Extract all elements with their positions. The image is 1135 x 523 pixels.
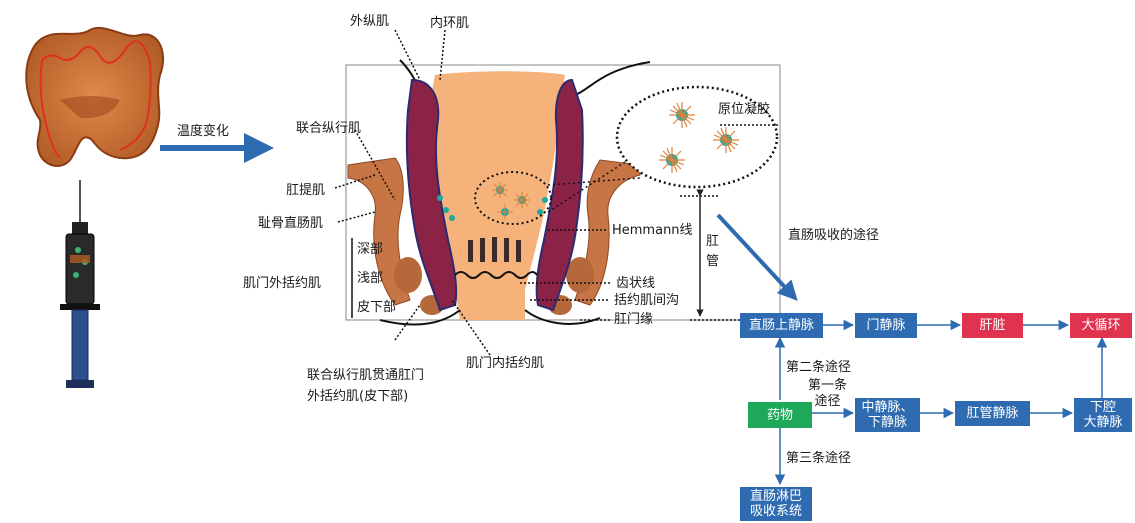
label-anal-verge: 肛门缘 <box>614 312 653 327</box>
label-temperature-change: 温度变化 <box>177 124 229 139</box>
label-subcutaneous-part: 皮下部 <box>357 300 396 315</box>
node-systemic-circulation: 大循环 <box>1070 313 1132 338</box>
label-inner-circular-muscle: 内环肌 <box>430 16 469 31</box>
label-conjoined-longitudinal-muscle: 联合纵行肌 <box>296 121 361 136</box>
label-levator-ani: 肛提肌 <box>286 183 325 198</box>
node-portal-vein: 门静脉 <box>855 313 917 338</box>
syringe-icon <box>60 180 100 388</box>
label-puborectalis: 耻骨直肠肌 <box>258 216 323 231</box>
label-conjoined-pierce-line1: 联合纵行肌贯通肛门 <box>307 368 424 383</box>
label-route-two: 第二条途径 <box>786 360 851 375</box>
label-route-three: 第三条途径 <box>786 451 851 466</box>
label-in-situ-gel: 原位凝胶 <box>718 102 770 117</box>
node-inferior-vena-cava: 下腔 大静脉 <box>1074 398 1132 432</box>
node-liver: 肝脏 <box>962 313 1023 338</box>
label-anal-canal: 肛 管 <box>706 232 719 272</box>
label-intersphincteric-groove: 括约肌间沟 <box>614 293 679 308</box>
label-dentate-line: 齿状线 <box>616 276 655 291</box>
label-deep-part: 深部 <box>357 242 383 257</box>
label-external-sphincter: 肌门外括约肌 <box>243 276 321 291</box>
label-outer-longitudinal-muscle: 外纵肌 <box>350 14 389 29</box>
label-rectal-absorption-route: 直肠吸收的途径 <box>788 228 879 243</box>
label-internal-sphincter: 肌门内括约肌 <box>466 356 544 371</box>
label-conjoined-pierce-line2: 外括约肌(皮下部) <box>307 389 408 404</box>
colon-icon <box>26 28 163 166</box>
label-route-one: 第一条 途径 <box>808 378 847 410</box>
node-middle-inferior-vein: 中静脉、 下静脉 <box>855 398 920 432</box>
node-rectal-lymphatic-system: 直肠淋巴 吸收系统 <box>740 487 812 521</box>
node-drug: 药物 <box>748 402 812 428</box>
node-superior-rectal-vein: 直肠上静脉 <box>740 313 823 338</box>
label-superficial-part: 浅部 <box>357 271 383 286</box>
label-hemmann-line: Hemmann线 <box>612 223 693 238</box>
node-anal-canal-vein: 肛管静脉 <box>955 401 1030 426</box>
